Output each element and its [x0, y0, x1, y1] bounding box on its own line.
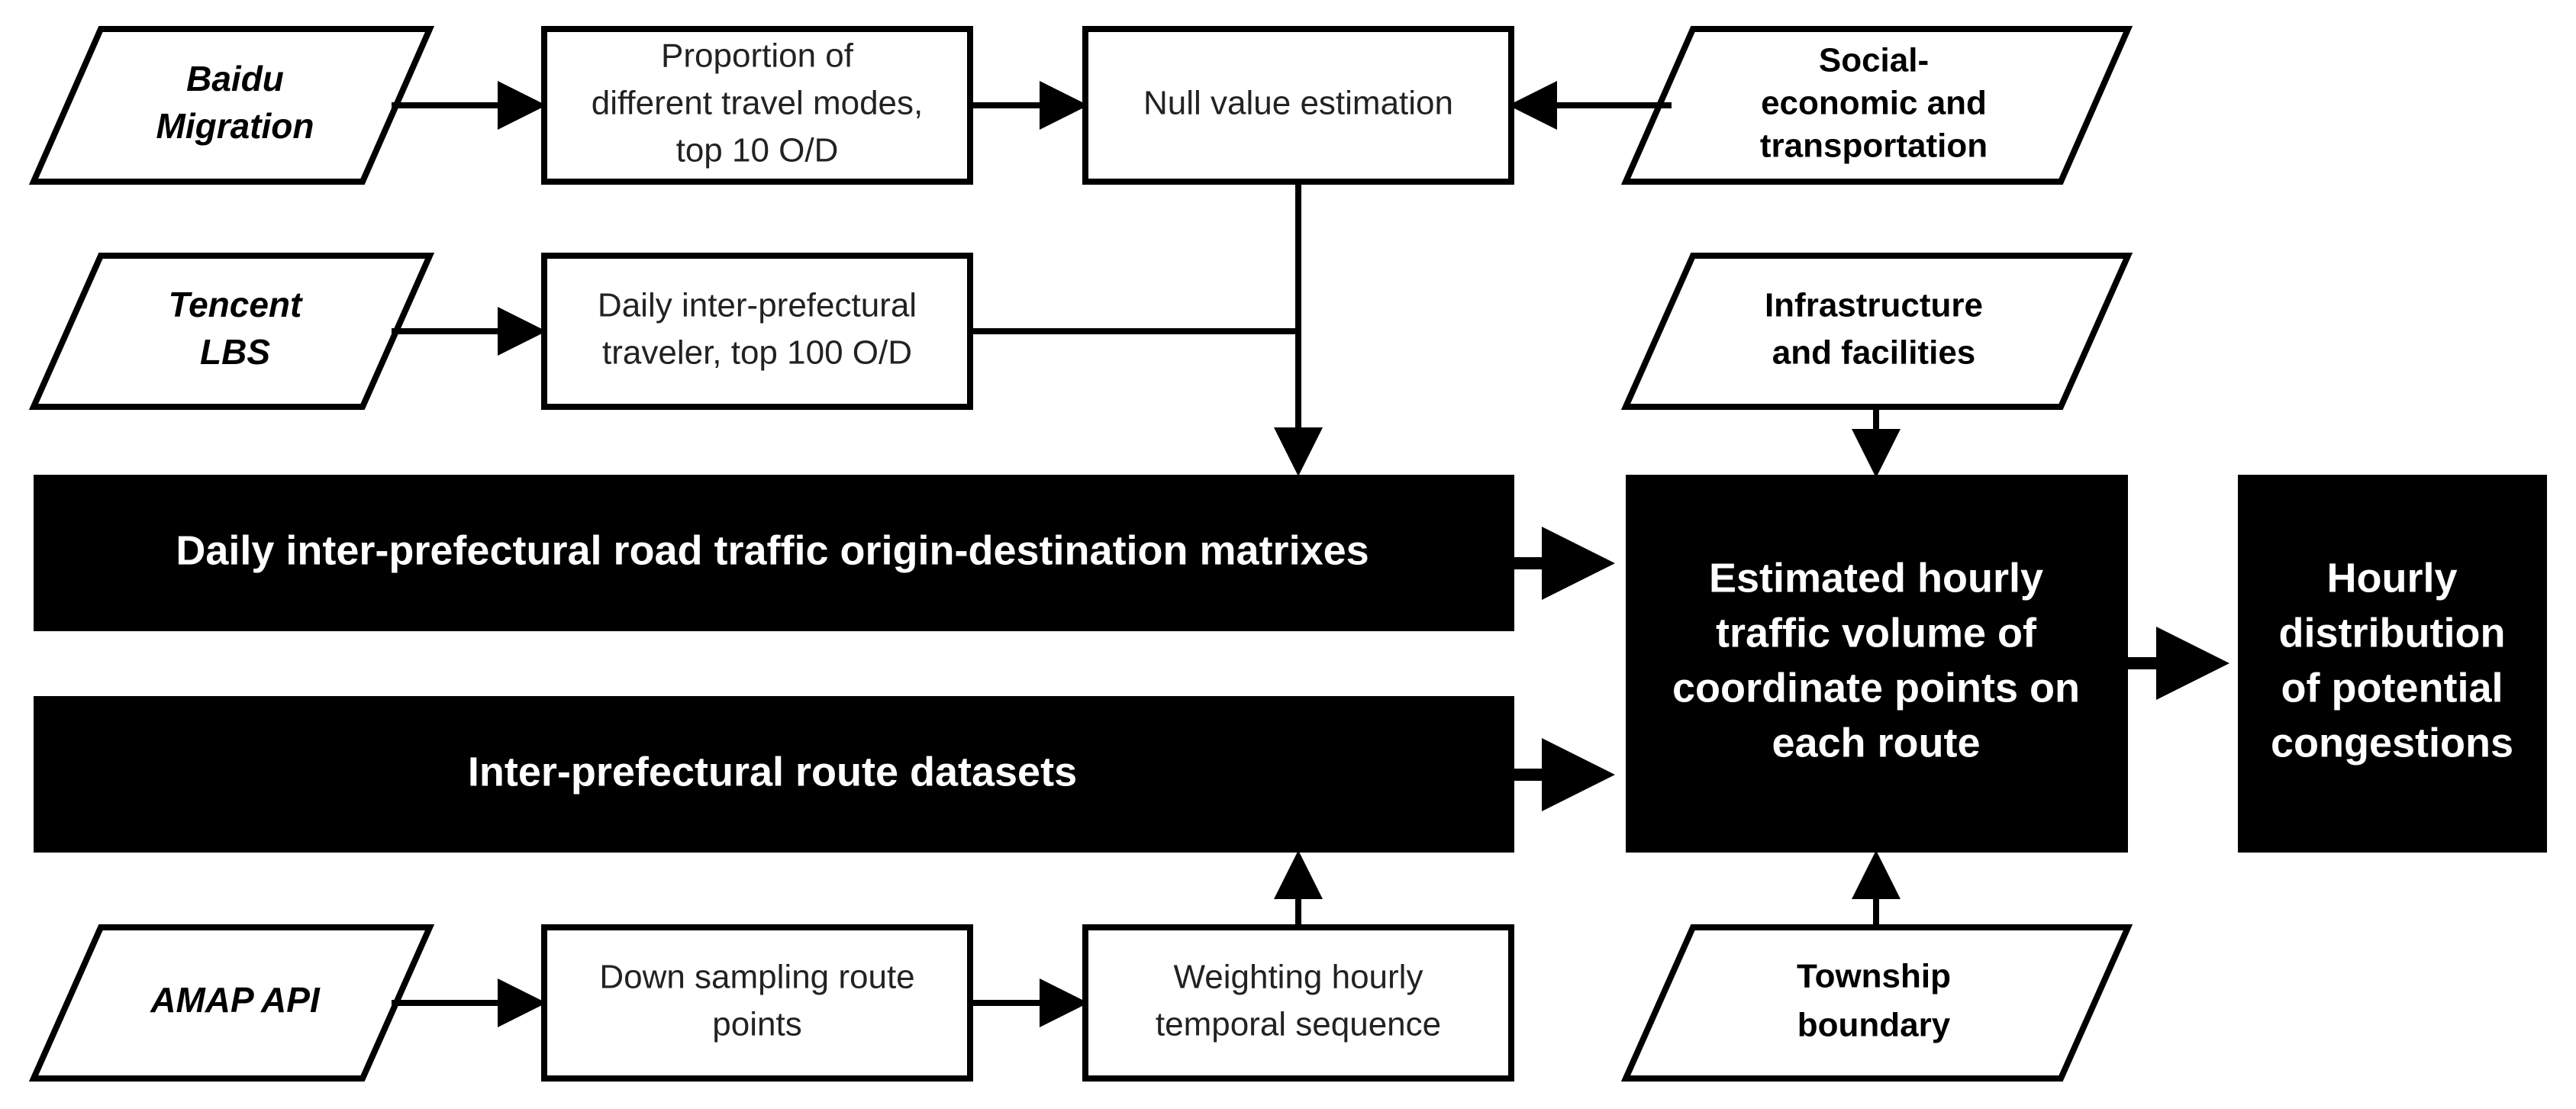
daily-traveler-box: Daily inter-prefectural traveler, top 100…: [541, 253, 973, 410]
estimated-volume-box: Estimated hourly traffic volume of coordin…: [1626, 475, 2128, 853]
text-line: coordinate points on: [1672, 665, 2080, 711]
connectors: [392, 81, 2229, 1027]
text-line: congestions: [2271, 720, 2513, 766]
down-sampling-box: Down sampling route points: [541, 924, 973, 1082]
weighting-temporal-box: Weighting hourly temporal sequence: [1082, 924, 1514, 1082]
text-line: points: [712, 1006, 801, 1043]
text-line: economic and: [1761, 85, 1987, 122]
svg-text:Inter-prefectural route datase: Inter-prefectural route datasets: [468, 749, 1077, 795]
route-datasets-box: Inter-prefectural route datasets: [34, 696, 1514, 853]
congestion-distribution-box: Hourly distribution of potential congestion…: [2238, 475, 2547, 853]
text-line: Baidu: [186, 59, 284, 98]
proportion-travel-modes-box: Proportion of different travel modes, top …: [541, 26, 973, 185]
text-line: Migration: [156, 106, 314, 146]
text-line: traffic volume of: [1716, 610, 2037, 656]
text-line: Proportion of: [661, 37, 854, 75]
text-line: distribution: [2279, 610, 2506, 656]
text-line: Daily inter-prefectural road traffic ori…: [176, 527, 1369, 573]
infrastructure-source: Infrastructure and facilities: [1620, 253, 2133, 410]
od-matrix-box: Daily inter-prefectural road traffic ori…: [34, 475, 1514, 631]
text-line: Social-: [1819, 42, 1929, 79]
text-line: Estimated hourly: [1709, 555, 2043, 601]
text-line: Daily inter-prefectural: [598, 287, 917, 324]
text-line: AMAP API: [150, 980, 321, 1020]
text-line: and facilities: [1772, 334, 1976, 372]
text-line: LBS: [200, 332, 270, 372]
text-line: Infrastructure: [1765, 287, 1983, 324]
svg-text:Null value estimation: Null value estimation: [1143, 85, 1453, 122]
socioeconomic-source: Social-economic and transportation: [1620, 26, 2133, 185]
text-line: temporal sequence: [1156, 1006, 1441, 1043]
text-line: Hourly: [2326, 555, 2457, 601]
text-line: Null value estimation: [1143, 85, 1453, 122]
text-line: each route: [1772, 720, 1980, 766]
amap-api-source: AMAP API: [28, 924, 435, 1082]
township-boundary-source: Township boundary: [1620, 924, 2133, 1082]
text-line: top 10 O/D: [676, 132, 839, 169]
text-line: Weighting hourly: [1174, 959, 1423, 996]
text-line: boundary: [1797, 1007, 1951, 1044]
text-line: Tencent: [169, 285, 303, 324]
svg-text:Daily inter-prefectural road t: Daily inter-prefectural road traffic ori…: [176, 527, 1369, 573]
text-line: traveler, top 100 O/D: [602, 334, 912, 372]
text-line: different travel modes,: [592, 85, 924, 122]
text-line: Inter-prefectural route datasets: [468, 749, 1077, 795]
text-line: Township: [1797, 958, 1951, 995]
text-line: Down sampling route: [599, 959, 914, 996]
text-line: of potential: [2281, 665, 2503, 711]
text-line: transportation: [1760, 127, 1988, 165]
null-value-estimation-box: Null value estimation: [1082, 26, 1514, 185]
svg-text:AMAP API: AMAP API: [150, 980, 321, 1020]
